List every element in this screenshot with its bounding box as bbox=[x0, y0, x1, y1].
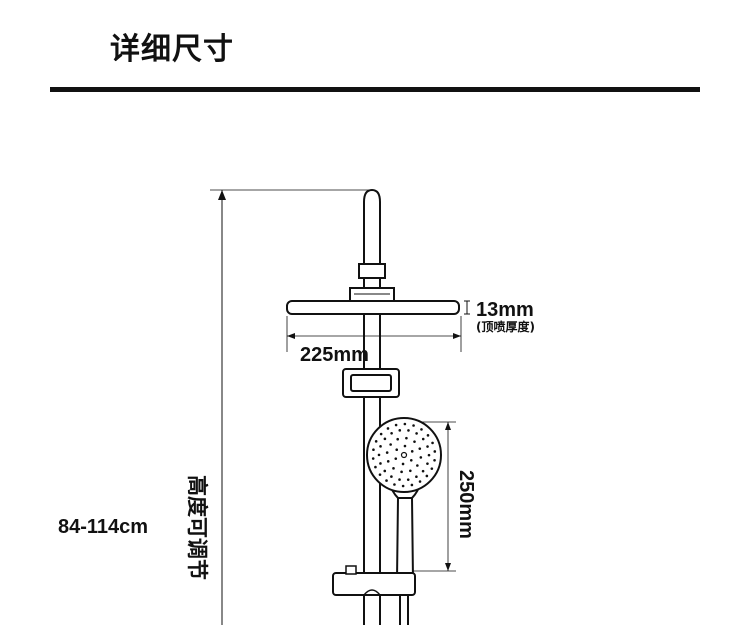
diameter-dimension-line bbox=[286, 316, 462, 352]
spray-nozzle bbox=[406, 478, 410, 481]
spray-nozzle bbox=[379, 432, 383, 436]
spray-nozzle bbox=[383, 469, 387, 473]
spray-nozzle bbox=[392, 467, 395, 470]
page-title: 详细尺寸 bbox=[110, 32, 234, 67]
spray-nozzle bbox=[383, 437, 387, 441]
spray-nozzle bbox=[403, 444, 407, 448]
spray-nozzle bbox=[421, 437, 425, 441]
handheld-shower-head bbox=[366, 417, 442, 493]
spray-nozzle bbox=[430, 467, 434, 470]
spray-nozzle bbox=[433, 450, 437, 453]
spray-nozzle bbox=[426, 434, 430, 437]
spray-nozzle bbox=[415, 432, 418, 435]
spray-nozzle bbox=[377, 453, 381, 457]
spray-nozzle bbox=[410, 450, 414, 453]
head-thickness-label: 13mm bbox=[476, 299, 534, 321]
head-thickness-note: (顶喷厚度) bbox=[476, 319, 535, 334]
spray-nozzle bbox=[433, 458, 436, 462]
spray-nozzle bbox=[385, 479, 388, 482]
spray-nozzle bbox=[412, 424, 415, 427]
spray-nozzle bbox=[395, 448, 399, 452]
spray-nozzle bbox=[407, 429, 410, 432]
height-dimension-line bbox=[210, 189, 372, 625]
spray-nozzle bbox=[378, 473, 382, 476]
spray-nozzle bbox=[386, 427, 390, 430]
spray-nozzle bbox=[419, 456, 423, 459]
spray-nozzle bbox=[418, 480, 422, 483]
overhead-shower-head bbox=[286, 300, 460, 315]
handheld-shower bbox=[395, 497, 415, 581]
spray-nozzle bbox=[401, 462, 405, 466]
spray-nozzle bbox=[385, 451, 389, 454]
spray-nozzle bbox=[393, 483, 396, 486]
spray-nozzle bbox=[401, 484, 405, 488]
spray-nozzle bbox=[425, 474, 429, 478]
spray-nozzle bbox=[415, 475, 418, 479]
spray-nozzle bbox=[426, 445, 429, 448]
spray-nozzle bbox=[398, 478, 401, 481]
spray-nozzle bbox=[374, 465, 377, 469]
height-range-label: 84-114cm bbox=[58, 516, 148, 538]
spray-nozzle bbox=[396, 437, 399, 441]
spray-nozzle bbox=[420, 428, 423, 431]
spray-nozzle bbox=[371, 457, 375, 460]
spray-nozzle bbox=[379, 445, 382, 448]
handheld-length-label: 250mm bbox=[455, 470, 477, 539]
spray-nozzle bbox=[426, 462, 429, 465]
spray-nozzle bbox=[372, 448, 375, 452]
spray-nozzle bbox=[405, 436, 408, 440]
spray-nozzle bbox=[390, 431, 393, 435]
spray-nozzle bbox=[374, 440, 378, 443]
spray-nozzle bbox=[390, 475, 393, 478]
spray-nozzle bbox=[398, 429, 402, 432]
spray-nozzle bbox=[431, 441, 434, 445]
spray-nozzle bbox=[409, 469, 412, 473]
spray-nozzle bbox=[389, 443, 392, 446]
spray-nozzles bbox=[371, 422, 437, 488]
spray-nozzle bbox=[409, 459, 413, 462]
spray-nozzle bbox=[394, 457, 398, 460]
spray-nozzle bbox=[394, 423, 398, 427]
thickness-marker bbox=[464, 300, 470, 315]
height-adjustable-note: 高度可调节 bbox=[185, 475, 209, 580]
spray-nozzle bbox=[418, 447, 422, 450]
spray-nozzle bbox=[410, 483, 414, 487]
spray-nozzle bbox=[413, 440, 416, 443]
spray-nozzle bbox=[379, 462, 382, 465]
spray-nozzle bbox=[403, 422, 407, 426]
handheld-bracket bbox=[332, 572, 416, 596]
pipe-connector bbox=[358, 263, 386, 279]
overhead-pipe bbox=[363, 188, 381, 265]
head-diameter-label: 225mm bbox=[300, 344, 369, 366]
spray-nozzle bbox=[427, 453, 431, 457]
spray-nozzle bbox=[421, 469, 425, 473]
spray-nozzle bbox=[400, 470, 403, 474]
spray-nozzle bbox=[416, 464, 419, 467]
spray-nozzle bbox=[386, 460, 390, 463]
title-underline bbox=[50, 87, 700, 92]
